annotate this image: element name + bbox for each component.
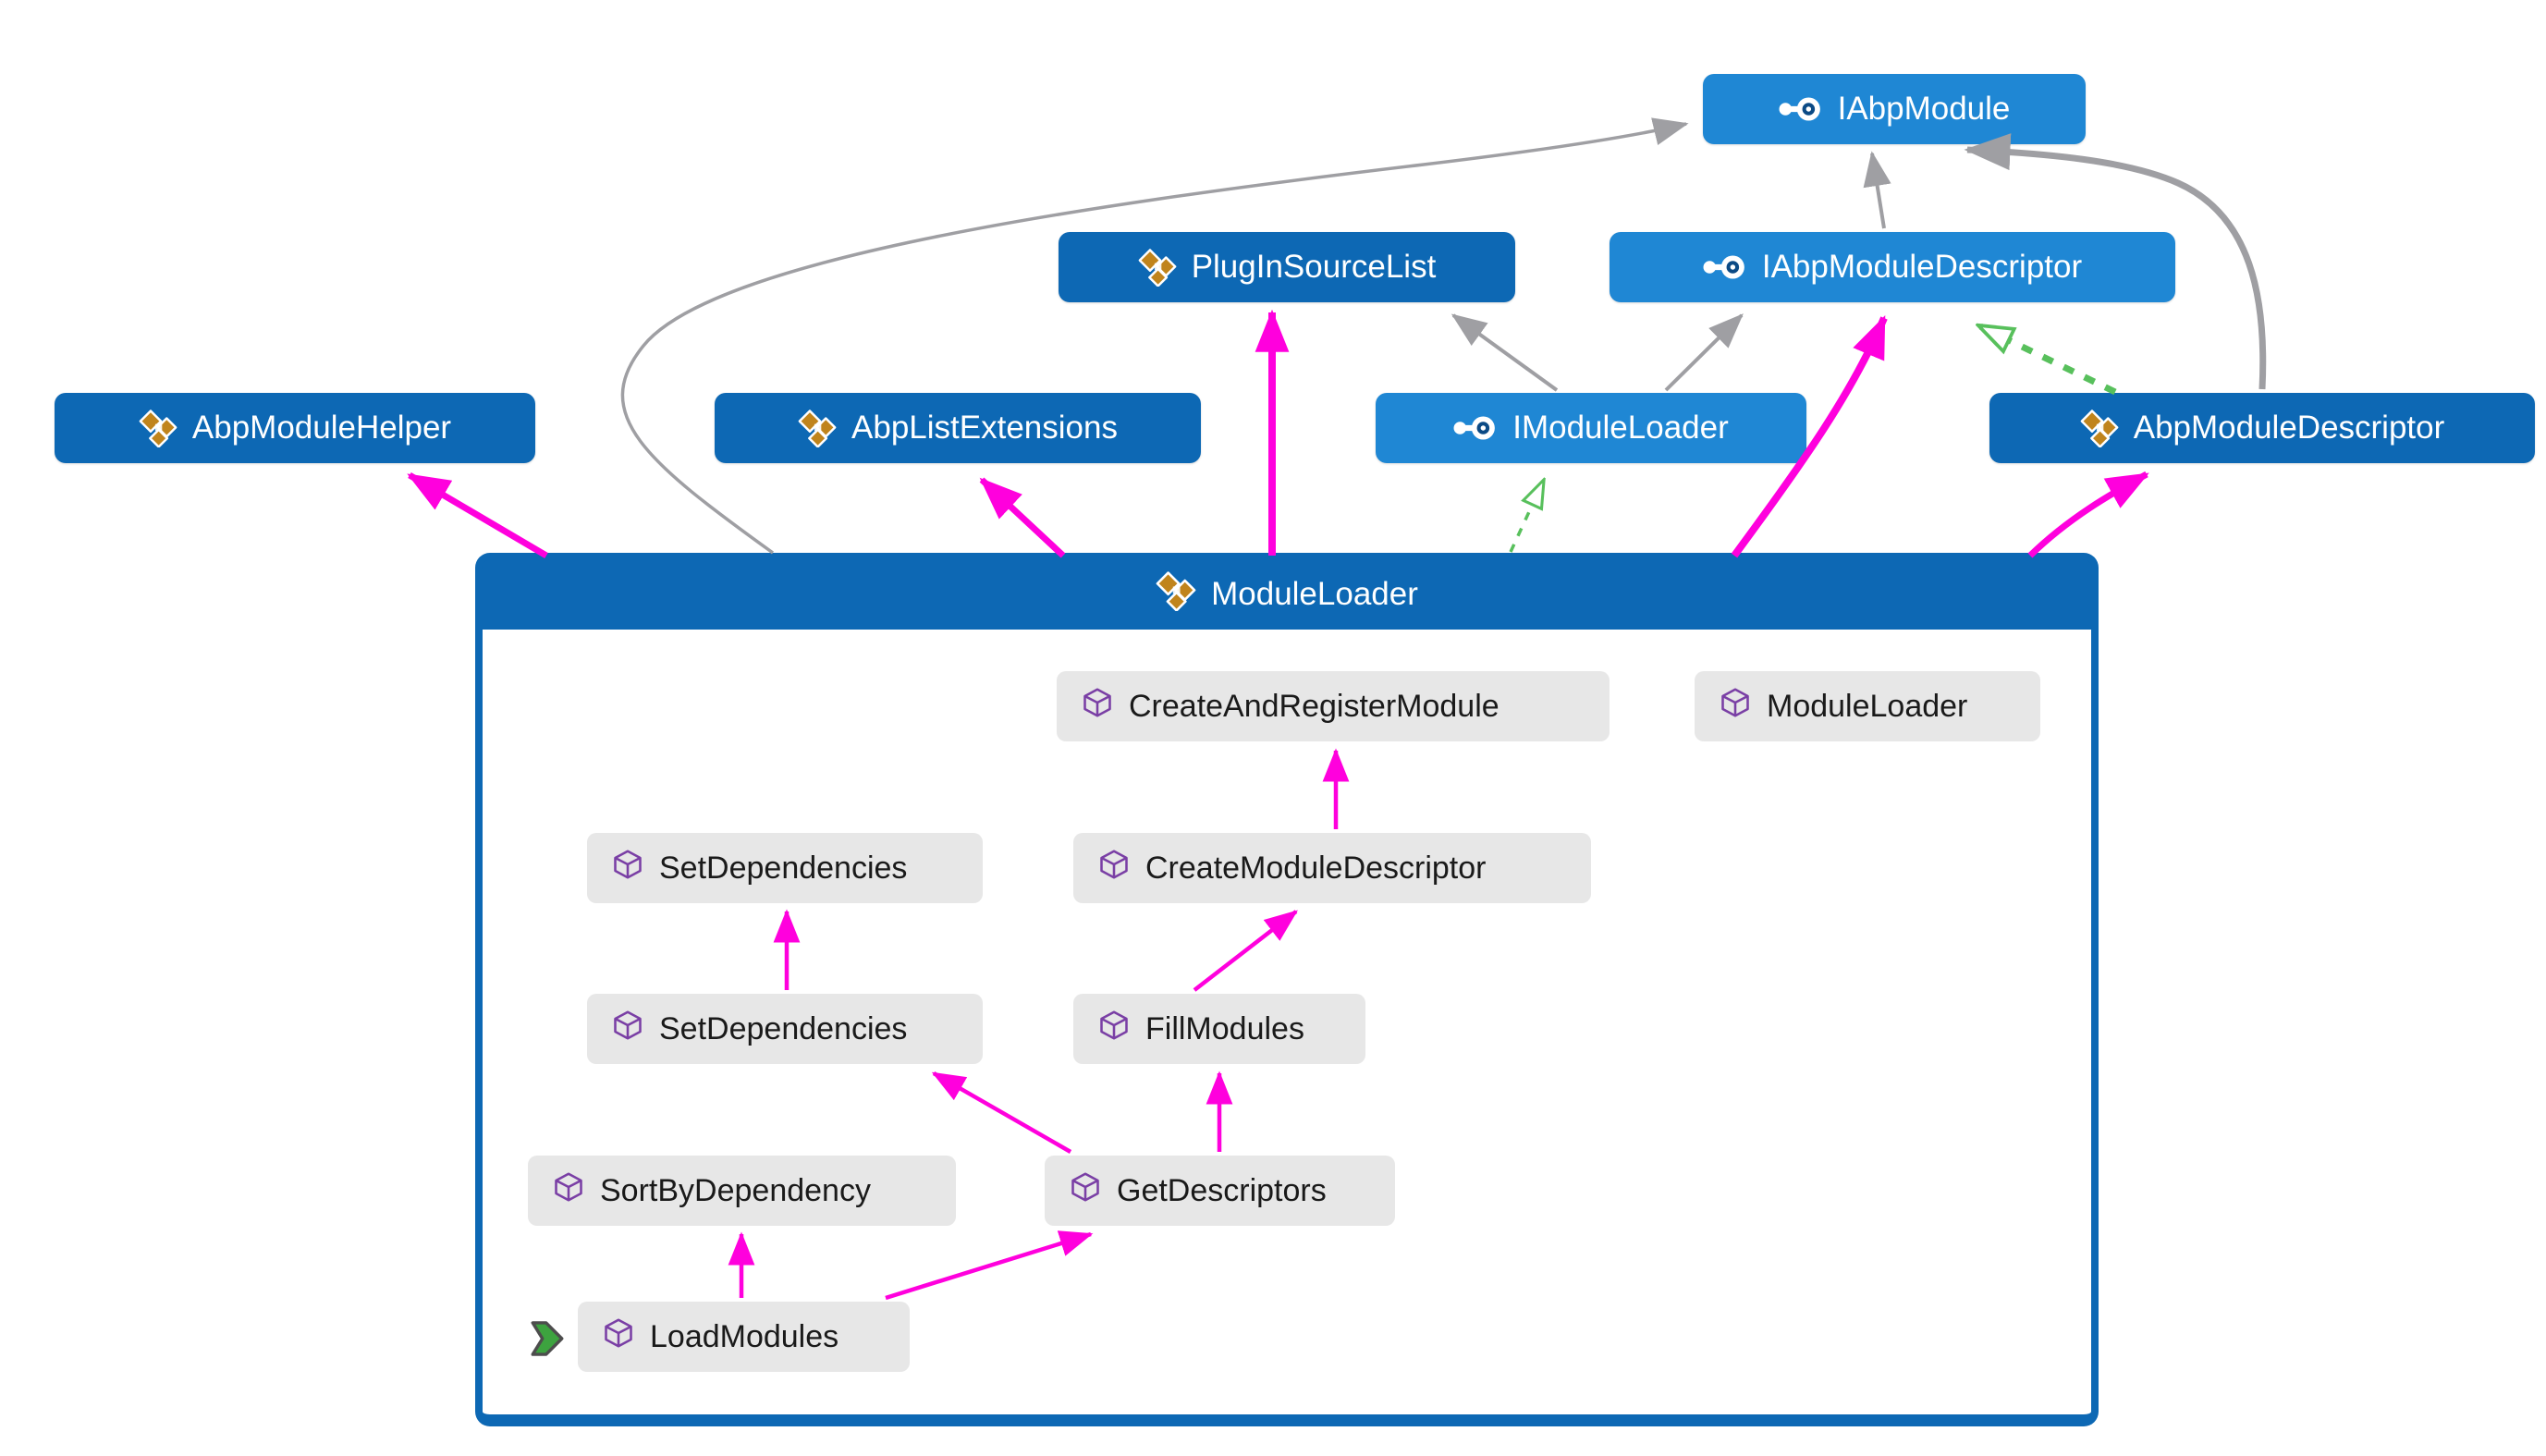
method-icon <box>611 1009 644 1050</box>
class-icon <box>139 409 177 447</box>
node-label: PlugInSourceList <box>1191 249 1437 285</box>
method-node-setdependencies-lower[interactable]: SetDependencies <box>587 994 983 1064</box>
node-label: IModuleLoader <box>1512 410 1729 446</box>
node-label: AbpModuleHelper <box>191 410 452 446</box>
interface-icon <box>1779 94 1823 124</box>
edge-moduleloader-imoduleloader[interactable] <box>1509 480 1544 553</box>
method-icon <box>1081 686 1114 728</box>
node-label: IAbpModule <box>1837 91 2011 127</box>
method-node-setdependencies-upper[interactable]: SetDependencies <box>587 833 983 903</box>
edge-iabpmoduledescriptor-iabpmodule[interactable] <box>1863 151 1891 229</box>
entry-point-icon <box>529 1319 566 1358</box>
method-label: ModuleLoader <box>1767 688 1968 724</box>
edge-moduleloader-abpmodulehelper[interactable] <box>407 471 548 559</box>
node-iabpmoduledescriptor[interactable]: IAbpModuleDescriptor <box>1610 232 2175 302</box>
method-label: SetDependencies <box>659 1010 908 1046</box>
group-node-label: ModuleLoader <box>1211 576 1418 612</box>
method-node-getdescriptors[interactable]: GetDescriptors <box>1045 1156 1395 1226</box>
method-label: CreateModuleDescriptor <box>1145 850 1487 886</box>
class-icon <box>2080 409 2119 447</box>
interface-icon <box>1703 252 1747 282</box>
node-imoduleloader[interactable]: IModuleLoader <box>1376 393 1806 463</box>
node-pluginsourcelist[interactable]: PlugInSourceList <box>1059 232 1515 302</box>
edge-moduleloader-abpmoduledescriptor[interactable] <box>2027 471 2149 558</box>
method-label: SortByDependency <box>600 1172 871 1208</box>
group-node-moduleloader-header[interactable]: ModuleLoader <box>482 559 2092 630</box>
edge-imoduleloader-pluginsourcelist[interactable] <box>1450 313 1559 392</box>
method-icon <box>552 1170 585 1212</box>
interface-icon <box>1453 413 1498 443</box>
class-icon <box>1156 570 1196 619</box>
node-abpmoduledescriptor[interactable]: AbpModuleDescriptor <box>1989 393 2535 463</box>
edge-abpmoduledescriptor-iabpmoduledescriptor[interactable] <box>1978 322 2117 396</box>
node-abplistextensions[interactable]: AbpListExtensions <box>715 393 1201 463</box>
edge-moduleloader-iabpmodule[interactable] <box>620 117 1689 555</box>
method-icon <box>1097 1009 1131 1050</box>
method-node-sortbydependency[interactable]: SortByDependency <box>528 1156 956 1226</box>
class-icon <box>1138 248 1177 287</box>
method-icon <box>1719 686 1752 728</box>
method-icon <box>1097 848 1131 889</box>
method-node-moduleloader-ctor[interactable]: ModuleLoader <box>1695 671 2040 741</box>
method-node-fillmodules[interactable]: FillModules <box>1073 994 1365 1064</box>
method-node-loadmodules[interactable]: LoadModules <box>578 1302 910 1372</box>
method-icon <box>611 848 644 889</box>
edge-imoduleloader-iabpmoduledescriptor[interactable] <box>1664 313 1744 392</box>
method-label: LoadModules <box>650 1318 839 1354</box>
method-icon <box>602 1316 635 1358</box>
node-iabpmodule[interactable]: IAbpModule <box>1703 74 2086 144</box>
node-label: AbpListExtensions <box>851 410 1118 446</box>
node-label: IAbpModuleDescriptor <box>1761 249 2083 285</box>
method-label: SetDependencies <box>659 850 908 886</box>
method-label: CreateAndRegisterModule <box>1129 688 1499 724</box>
method-node-createandregistermodule[interactable]: CreateAndRegisterModule <box>1057 671 1610 741</box>
method-icon <box>1069 1170 1102 1212</box>
method-node-createmoduledescriptor[interactable]: CreateModuleDescriptor <box>1073 833 1591 903</box>
node-label: AbpModuleDescriptor <box>2133 410 2445 446</box>
edge-moduleloader-abplistextensions[interactable] <box>979 477 1066 558</box>
node-abpmodulehelper[interactable]: AbpModuleHelper <box>55 393 535 463</box>
class-icon <box>798 409 837 447</box>
method-label: GetDescriptors <box>1117 1172 1327 1208</box>
method-label: FillModules <box>1145 1010 1304 1046</box>
